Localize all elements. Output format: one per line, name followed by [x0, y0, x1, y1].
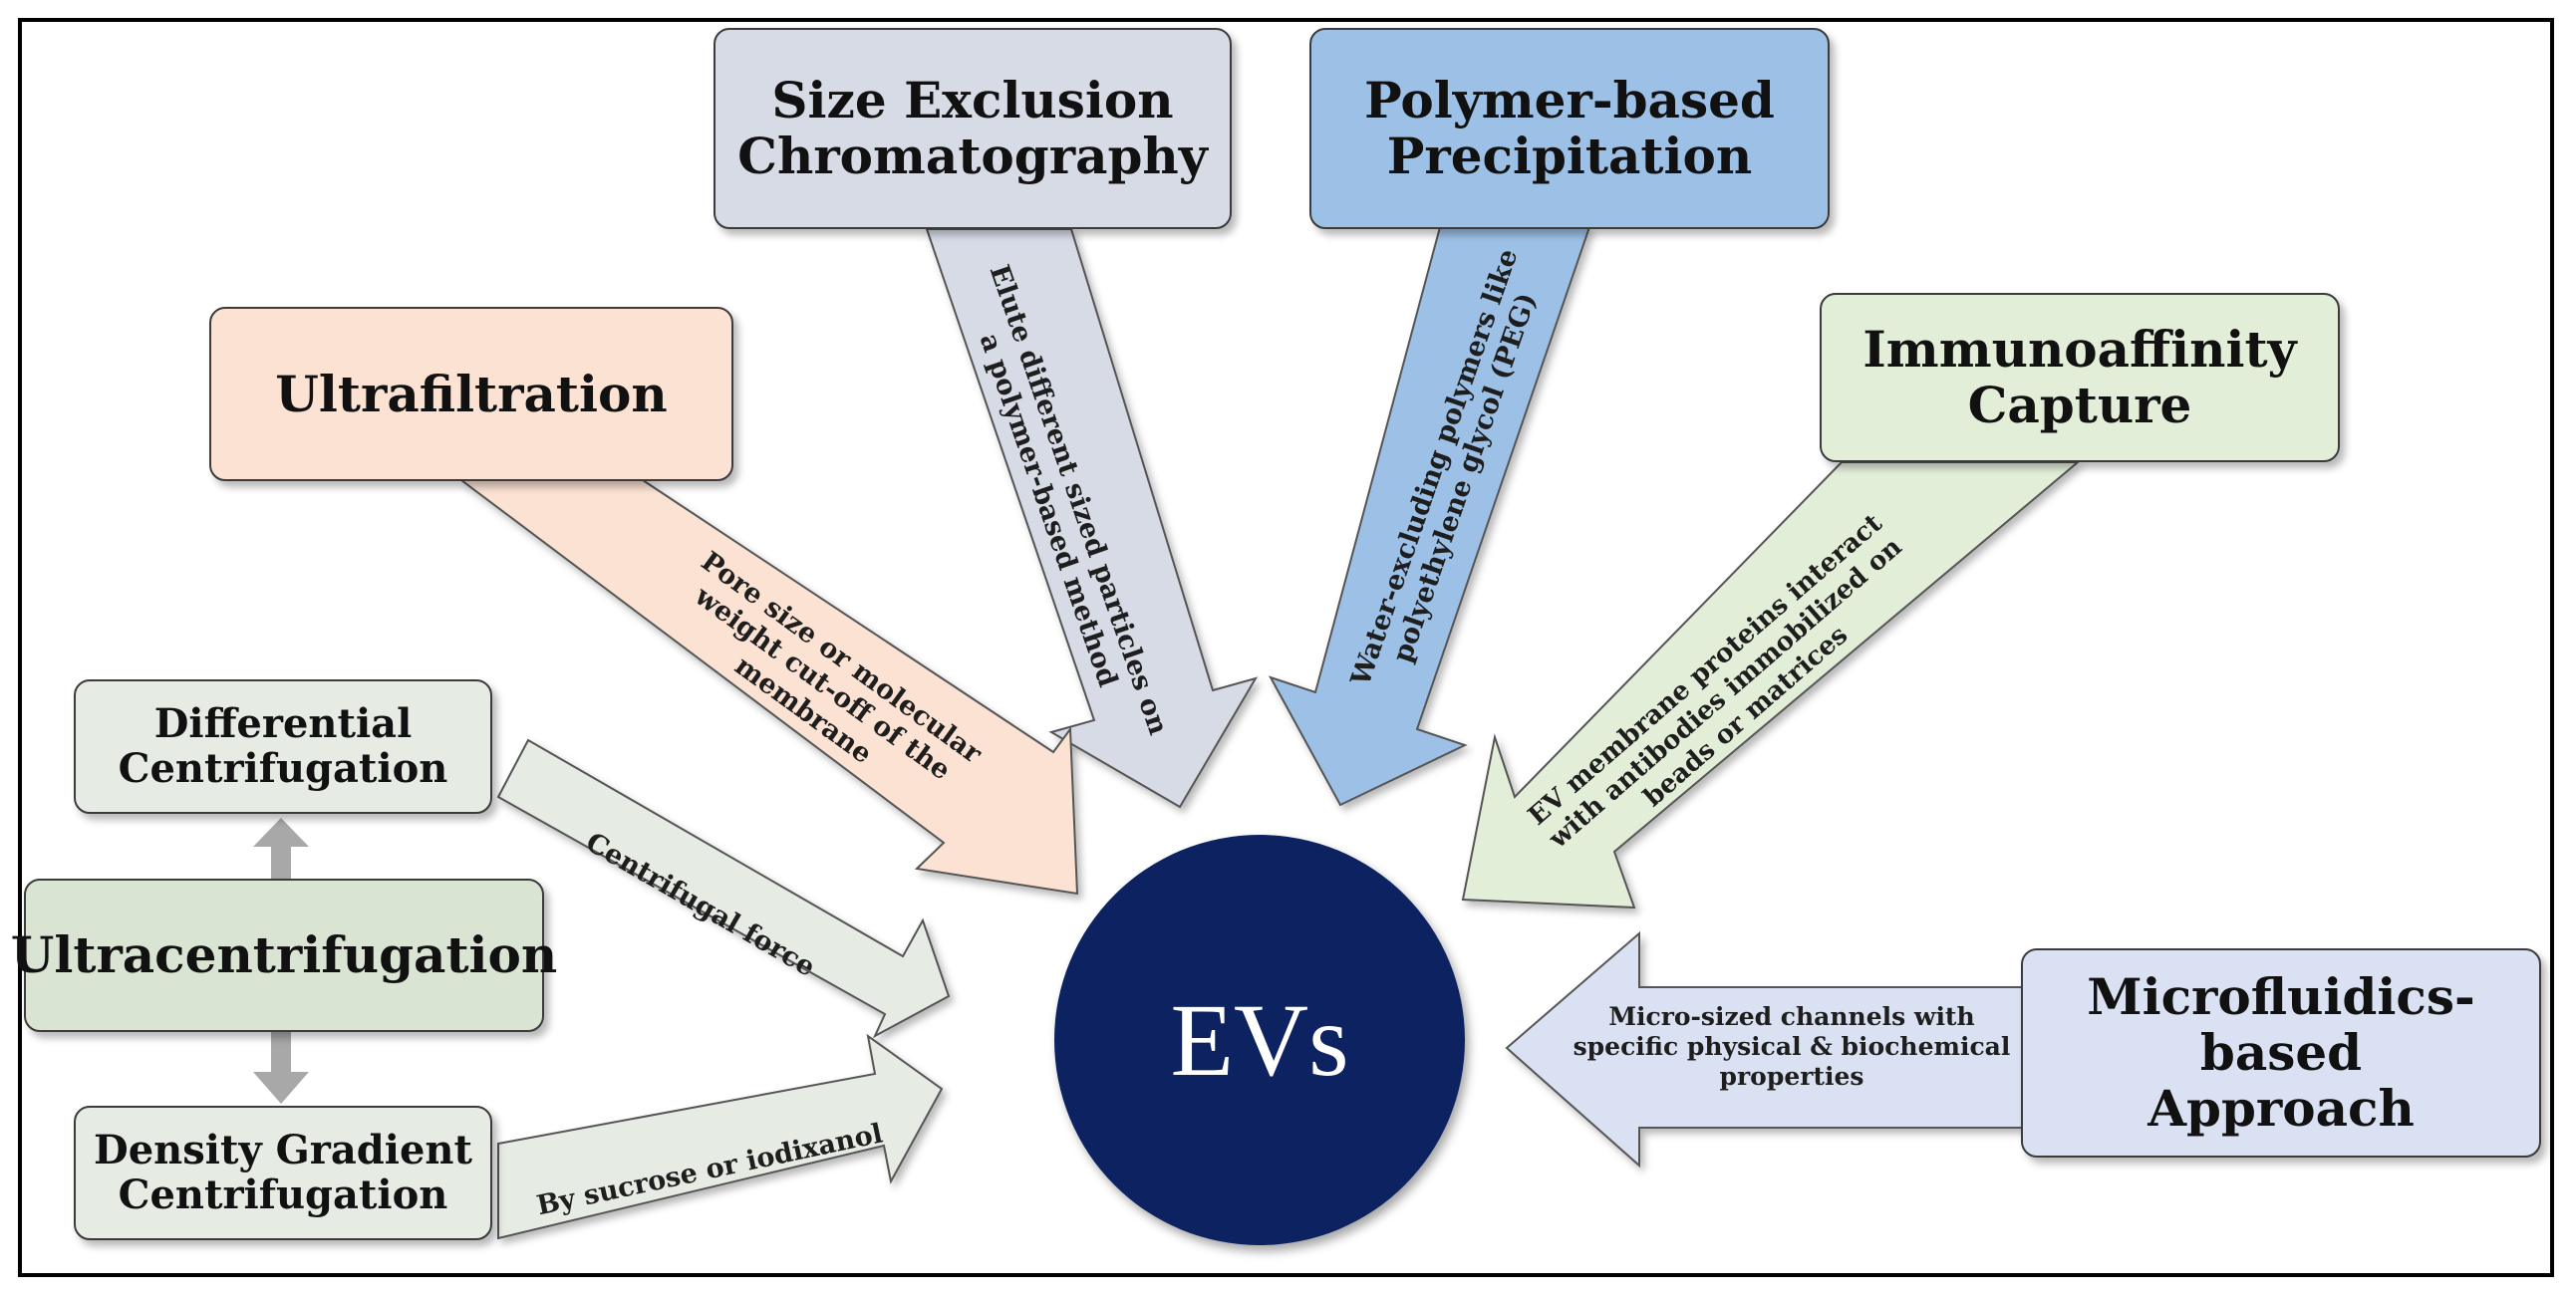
arrow-microfluidics — [1505, 930, 2024, 1169]
down-arrow-to-density — [253, 1026, 309, 1104]
microfluidics-arrow-label: Micro-sized channels with specific physi… — [1573, 1002, 2011, 1092]
size-exclusion-title-line2: Chromatography — [737, 127, 1208, 185]
microfluidics-title-line1: Microfluidics-based — [2087, 967, 2475, 1082]
arrow-centrifugal — [496, 738, 951, 1039]
ultrafiltration-box: Ultrafiltration — [209, 307, 733, 481]
microfluidics-arrow-line2: specific physical & biochemical — [1573, 1032, 2011, 1061]
size-exclusion-title-line1: Size Exclusion — [771, 71, 1174, 130]
differential-title-line2: Centrifugation — [118, 744, 448, 792]
differential-title-line1: Differential — [153, 699, 413, 747]
arrow-polymer — [1268, 226, 1591, 807]
up-arrow-to-differential — [253, 818, 309, 894]
immunoaffinity-title-line1: Immunoaffinity — [1862, 320, 2297, 379]
polymer-title-line2: Precipitation — [1386, 127, 1753, 185]
arrow-size-exclusion — [925, 228, 1259, 809]
arrow-ultrafiltration — [458, 479, 1079, 896]
evs-label: EVs — [1170, 982, 1349, 1098]
ultracentrifugation-box: Ultracentrifugation — [11, 879, 557, 1032]
evs-circle: EVs — [1054, 835, 1465, 1245]
arrow-immunoaffinity — [1461, 461, 2081, 909]
arrow-density — [497, 1033, 944, 1240]
immunoaffinity-title-line2: Capture — [1967, 376, 2192, 434]
ultrafiltration-title: Ultrafiltration — [275, 364, 668, 423]
microfluidics-arrow-line1: Micro-sized channels with — [1608, 1002, 1975, 1031]
density-title-line2: Centrifugation — [118, 1170, 448, 1218]
ultracentrifugation-title: Ultracentrifugation — [10, 925, 558, 984]
microfluidics-arrow-line3: properties — [1719, 1062, 1864, 1091]
microfluidics-title-line2: Approach — [2147, 1079, 2415, 1138]
polymer-title-line1: Polymer-based — [1364, 71, 1775, 130]
density-title-line1: Density Gradient — [94, 1126, 472, 1173]
